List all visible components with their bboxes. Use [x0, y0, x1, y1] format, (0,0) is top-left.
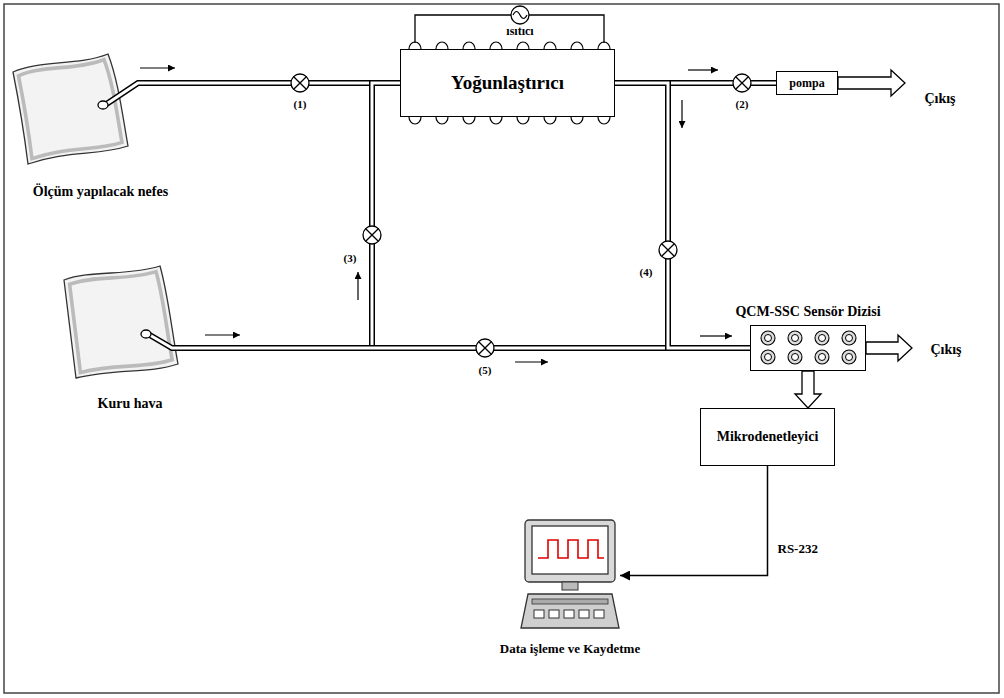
air-bag: Kuru hava — [60, 262, 200, 412]
flow-arrow — [681, 100, 682, 128]
sensor-heading: QCM-SSC Sensör Dizisi — [735, 304, 880, 319]
pump-box: pompa — [776, 71, 838, 95]
bag-label: Kuru hava — [98, 396, 163, 411]
computer-drawing — [520, 518, 620, 633]
flow-arrow — [205, 334, 240, 335]
ac-source-symbol — [511, 6, 529, 24]
link-label: RS-232 — [776, 541, 820, 557]
computer-icon: Data işleme ve Kaydetme — [520, 518, 620, 633]
valve-symbol — [291, 74, 309, 92]
valve-number: (4) — [640, 266, 653, 278]
valve-number: (1) — [294, 98, 307, 110]
flow-arrow — [357, 272, 358, 300]
gas-pipe — [200, 83, 400, 348]
box-text: Mikrodenetleyici — [717, 429, 819, 445]
breath-bag: Ölçüm yapılacak nefes — [8, 50, 193, 200]
flow-arrow — [700, 335, 732, 336]
valve-symbol — [659, 241, 677, 259]
heater-source — [415, 6, 604, 43]
sine-symbol — [513, 12, 527, 19]
flow-arrow — [140, 67, 175, 68]
valve-number: (5) — [479, 364, 492, 376]
sensor-elements — [751, 326, 864, 369]
outlet-arrow — [866, 335, 912, 361]
box-text: pompa — [789, 76, 824, 91]
heater-wire — [529, 15, 604, 43]
heater-wire — [415, 15, 511, 43]
bag-drawing — [60, 262, 200, 380]
box-text: Yoğunlaştırıcı — [451, 72, 564, 94]
sensor-array: QCM-SSC Sensör Dizisi — [750, 325, 866, 371]
outlet-label: Çıkış — [924, 91, 955, 106]
valve-symbol — [363, 226, 381, 244]
bag-drawing — [8, 50, 193, 168]
valve-number: (2) — [736, 98, 749, 110]
outlet-label: Çıkış — [930, 342, 961, 357]
heater-label: ısıtıcı — [506, 25, 533, 38]
serial-link — [620, 466, 768, 576]
valve-number: (3) — [344, 252, 357, 264]
flow-arrow — [688, 69, 718, 70]
computer-label: Data işleme ve Kaydetme — [500, 641, 640, 656]
flow-arrow — [515, 361, 548, 362]
bag-label: Ölçüm yapılacak nefes — [33, 184, 168, 199]
signal-arrow — [795, 371, 821, 408]
valve-symbol — [476, 339, 494, 357]
valve-symbol — [733, 74, 751, 92]
outlet-arrow — [838, 70, 905, 96]
frame-border — [4, 4, 999, 693]
controller-box: Mikrodenetleyici — [700, 408, 835, 466]
condenser-box: Yoğunlaştırıcı — [400, 49, 615, 117]
gas-pipe — [615, 83, 750, 348]
